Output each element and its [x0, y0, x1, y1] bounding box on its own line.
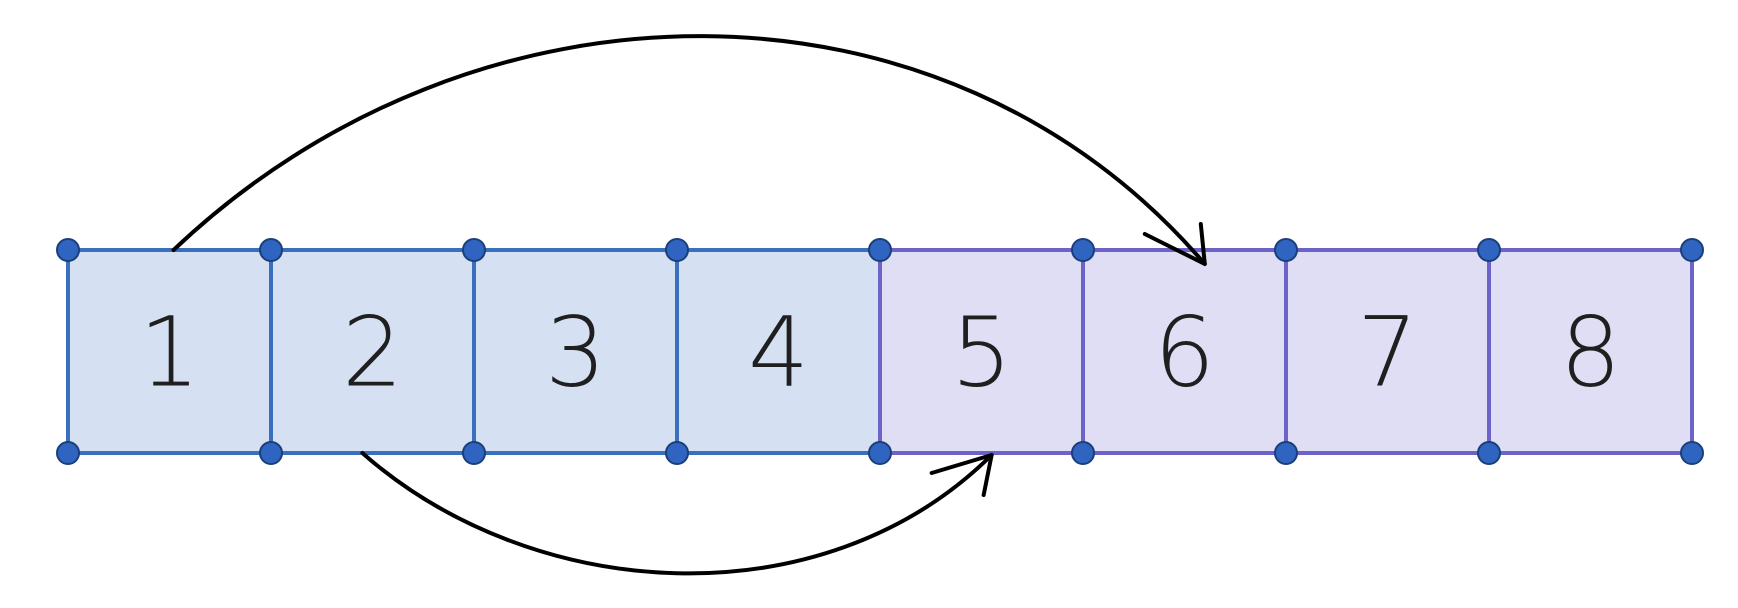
- cell-box: [1081, 248, 1288, 455]
- cell-5: 5: [878, 248, 1085, 455]
- node-dot: [868, 238, 892, 262]
- arrow-curve: [171, 34, 1207, 266]
- node-dot: [665, 441, 689, 465]
- node-dot: [259, 441, 283, 465]
- arrow-curve: [360, 451, 994, 576]
- cell-label: 7: [1357, 297, 1418, 409]
- cell-label: 5: [951, 297, 1012, 409]
- node-dot: [259, 238, 283, 262]
- cell-3: 3: [472, 248, 679, 455]
- node-dot: [1680, 238, 1704, 262]
- arrows-layer: [171, 34, 1207, 576]
- cell-6: 6: [1081, 248, 1288, 455]
- node-dot: [1274, 441, 1298, 465]
- node-dot: [1477, 441, 1501, 465]
- cell-label: 3: [545, 297, 606, 409]
- cells-layer: 1 2 3 4 5 6 7 8: [66, 248, 1694, 455]
- node-dot: [462, 238, 486, 262]
- arrow-2-to-5: [360, 451, 994, 576]
- node-dot: [462, 441, 486, 465]
- node-dot: [56, 238, 80, 262]
- cell-box: [472, 248, 679, 455]
- node-dot: [1680, 441, 1704, 465]
- cell-label: 6: [1154, 297, 1215, 409]
- node-dot: [665, 238, 689, 262]
- nodes-layer: [56, 238, 1704, 465]
- cell-box: [878, 248, 1085, 455]
- cell-label: 2: [342, 297, 403, 409]
- node-dot: [56, 441, 80, 465]
- cell-box: [66, 248, 273, 455]
- arrowhead: [1142, 222, 1207, 266]
- cell-label: 4: [748, 297, 809, 409]
- cell-box: [269, 248, 476, 455]
- arrow-1-to-6: [171, 34, 1207, 266]
- cell-2: 2: [269, 248, 476, 455]
- cell-label: 8: [1560, 297, 1621, 409]
- cell-8: 8: [1487, 248, 1694, 455]
- node-dot: [868, 441, 892, 465]
- arrowhead: [929, 453, 994, 497]
- cell-7: 7: [1284, 248, 1491, 455]
- cell-box: [1284, 248, 1491, 455]
- cell-4: 4: [675, 248, 882, 455]
- node-dot: [1071, 441, 1095, 465]
- cell-label: 1: [139, 297, 200, 409]
- node-dot: [1071, 238, 1095, 262]
- cell-box: [1487, 248, 1694, 455]
- node-dot: [1477, 238, 1501, 262]
- cell-1: 1: [66, 248, 273, 455]
- node-dot: [1274, 238, 1298, 262]
